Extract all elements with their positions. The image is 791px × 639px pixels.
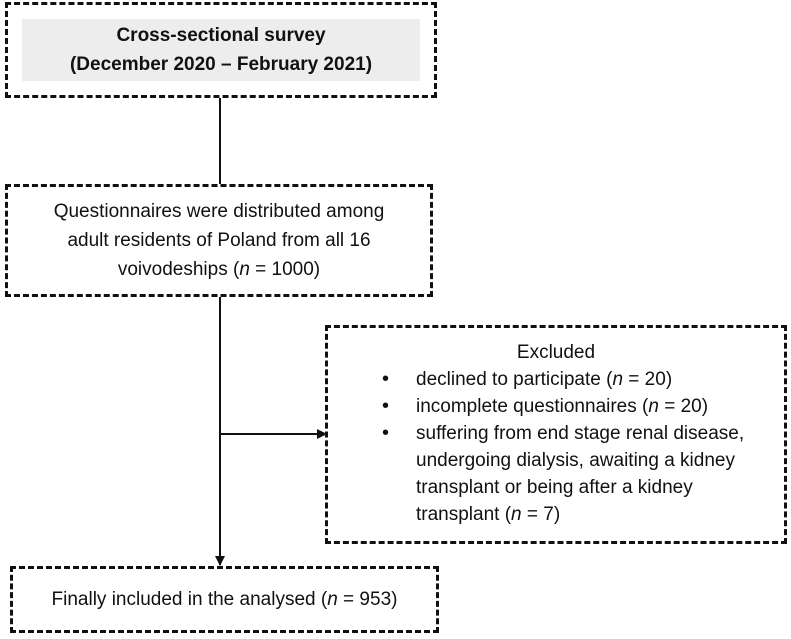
distributed-box: Questionnaires were distributed among ad…	[5, 184, 433, 297]
distributed-line-3: voivodeships (n = 1000)	[117, 259, 321, 280]
excluded-list: declined to participate (n = 20) incompl…	[376, 366, 774, 528]
survey-title-panel: Cross-sectional survey (December 2020 – …	[22, 19, 420, 81]
final-line: Finally included in the analysed (n = 95…	[51, 589, 398, 610]
excluded-heading: Excluded	[516, 342, 596, 363]
excluded-item-declined: declined to participate (n = 20)	[376, 366, 774, 393]
excluded-item-renal: suffering from end stage renal disease, …	[376, 420, 774, 528]
final-text: Finally included in the analysed (n = 95…	[13, 569, 436, 630]
final-box: Finally included in the analysed (n = 95…	[10, 566, 439, 633]
distributed-line-1: Questionnaires were distributed among	[53, 201, 385, 222]
survey-period: (December 2020 – February 2021)	[69, 54, 373, 75]
excluded-item-incomplete: incomplete questionnaires (n = 20)	[376, 393, 774, 420]
survey-title: Cross-sectional survey	[116, 25, 326, 46]
distributed-text: Questionnaires were distributed among ad…	[8, 187, 430, 294]
distributed-line-2: adult residents of Poland from all 16	[67, 230, 371, 251]
survey-box: Cross-sectional survey (December 2020 – …	[5, 2, 437, 98]
excluded-box: Excluded declined to participate (n = 20…	[325, 325, 787, 544]
